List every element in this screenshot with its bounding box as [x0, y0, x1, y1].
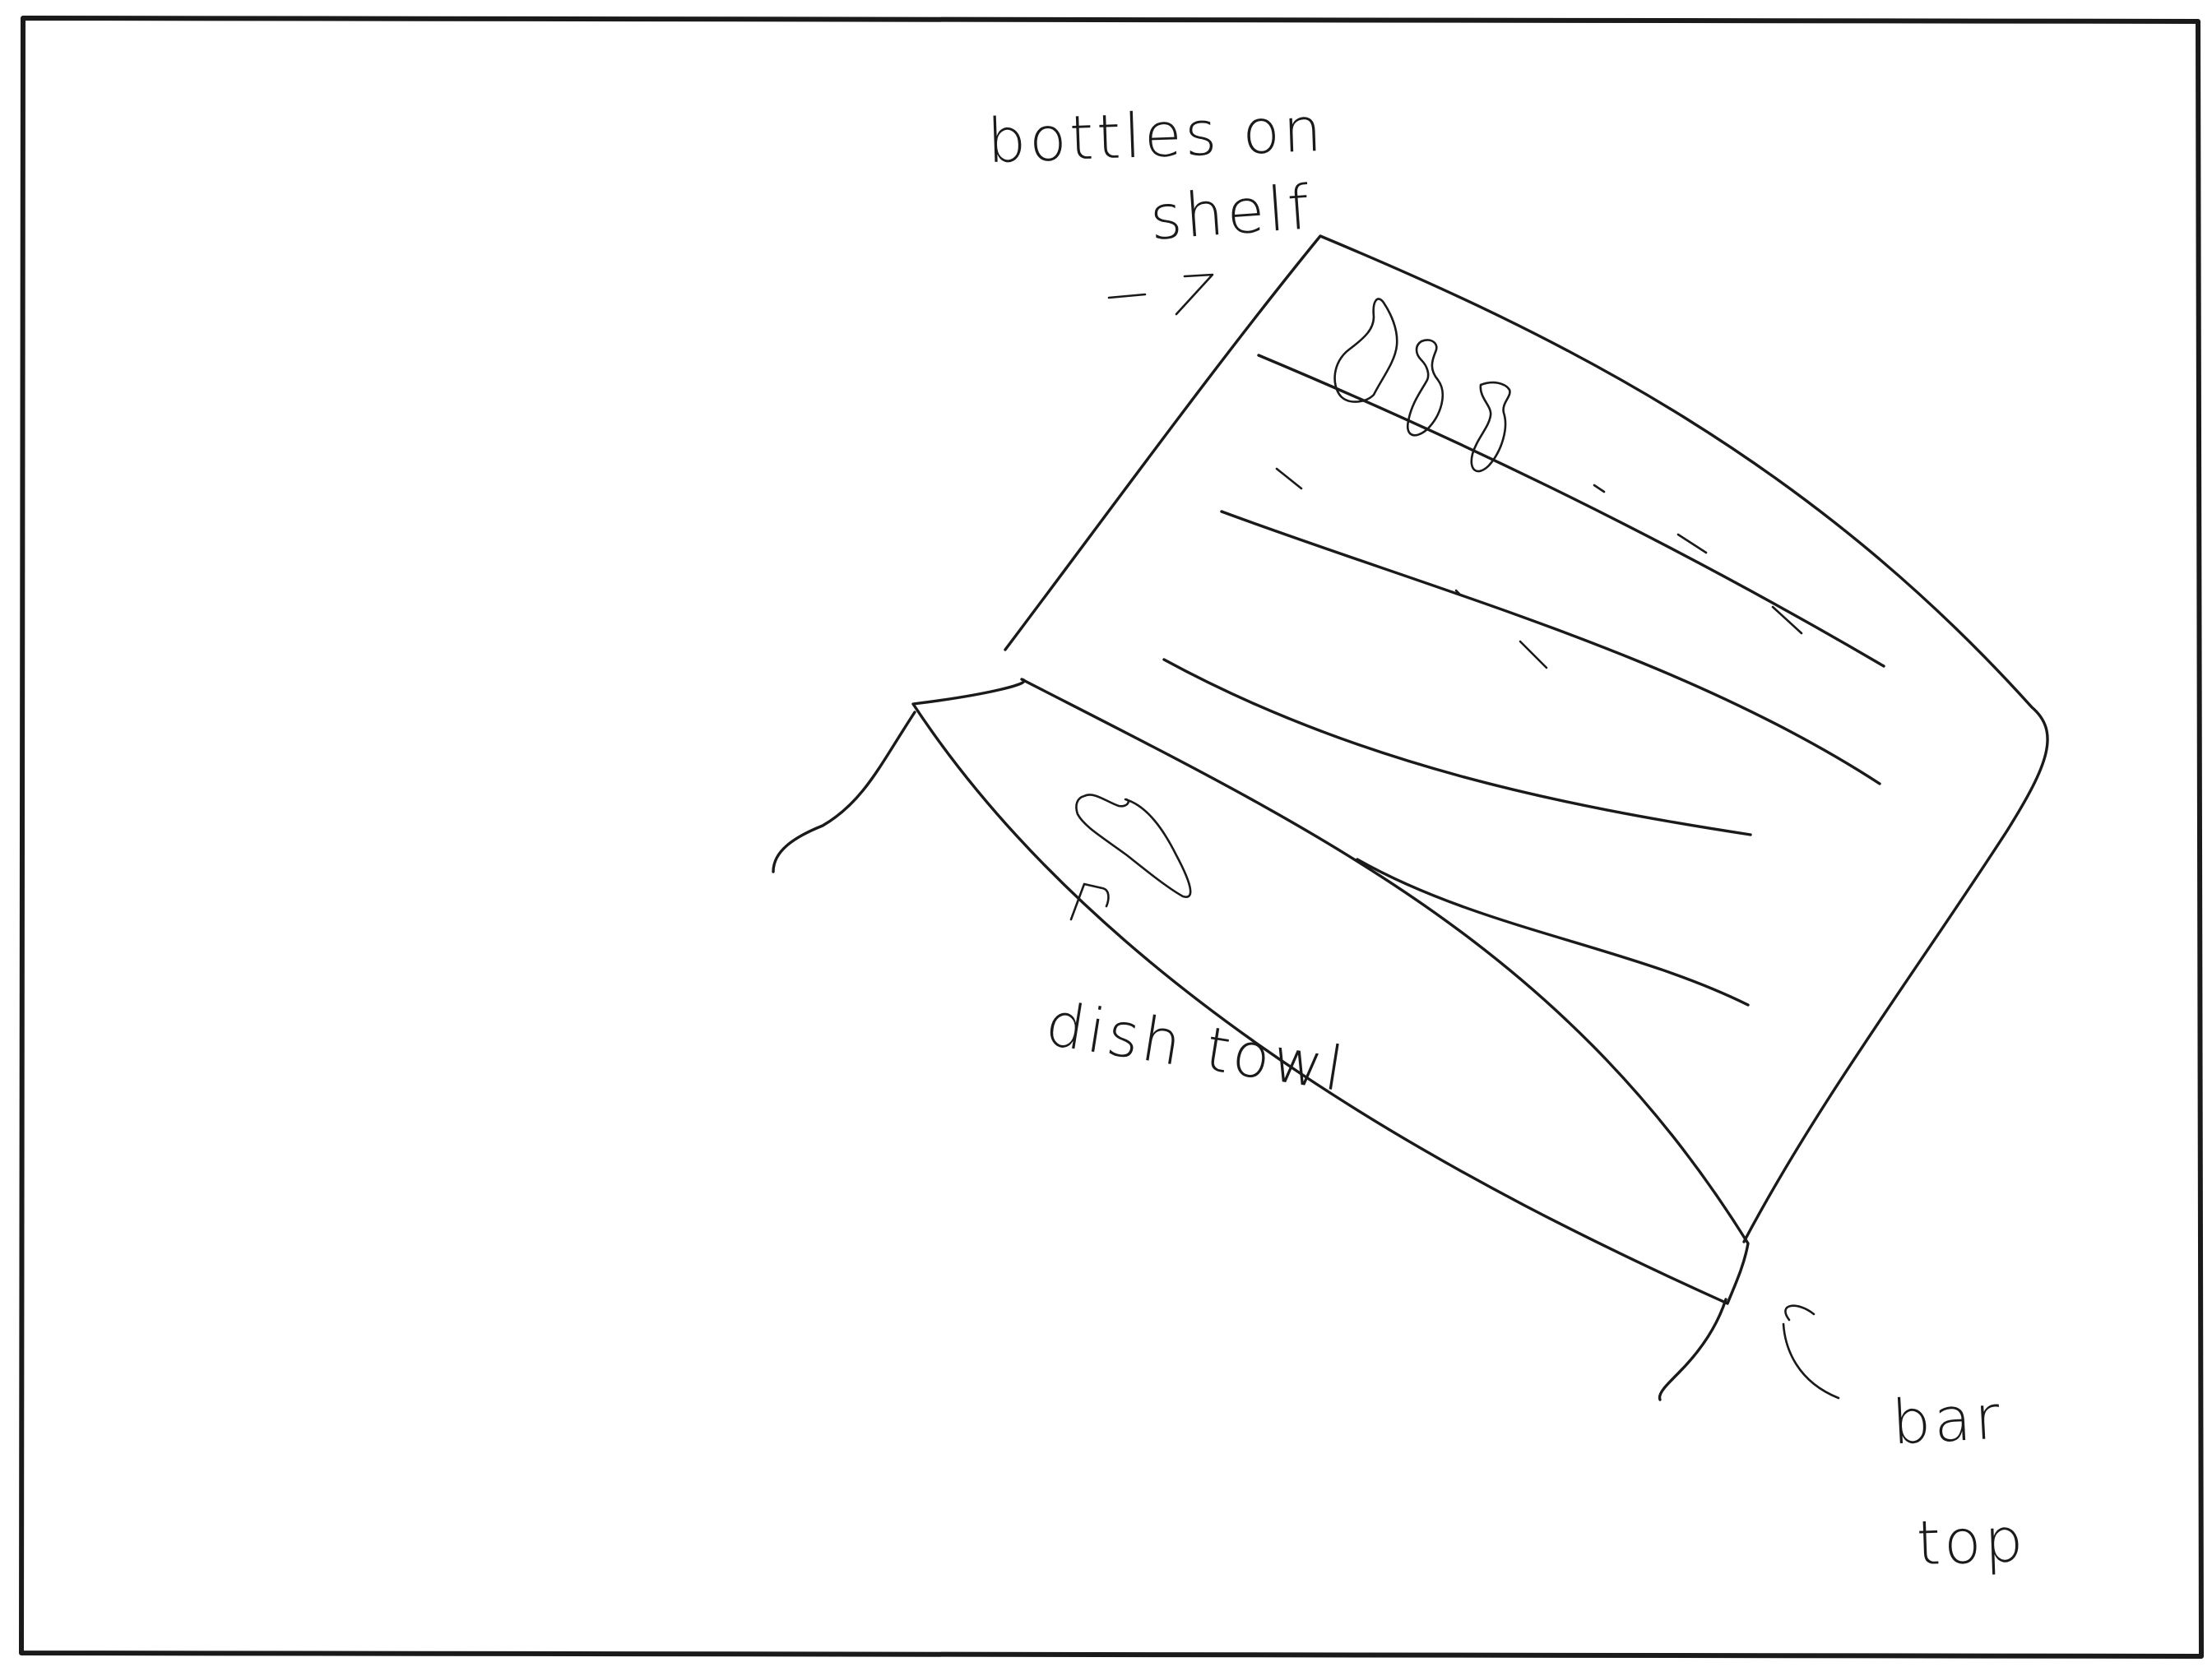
label-top: top — [1915, 1504, 2028, 1580]
shelf-dash — [1676, 533, 1708, 554]
bar-front-left — [772, 711, 916, 873]
label-shelf: shelf — [1148, 172, 1315, 254]
shelf-line-4 — [1356, 858, 1750, 1007]
bottle-icon — [1406, 339, 1445, 437]
arrow-bottles-icon — [1107, 273, 1214, 316]
arrow-dish-icon — [1069, 882, 1110, 921]
outer-frame — [19, 16, 2204, 1659]
bar-top-outline — [911, 678, 1750, 1305]
shelf-dash — [1771, 605, 1803, 635]
shelf-line-3 — [1162, 658, 1752, 836]
shelf-line-2 — [1220, 510, 1881, 785]
bottle-icon — [1333, 298, 1398, 403]
shelf-dash — [1593, 484, 1606, 493]
shelf-panel-outline — [1004, 234, 2049, 1243]
shelf-dash — [1275, 467, 1303, 490]
bottle-icon — [1470, 381, 1511, 473]
arrow-bar-icon — [1782, 1304, 1840, 1400]
dish-towel-icon — [1075, 794, 1192, 898]
shelf-dash — [1454, 589, 1461, 595]
label-bar: bar — [1890, 1382, 2005, 1459]
shelf-dash — [1519, 640, 1548, 669]
bar-front-right — [1658, 1298, 1727, 1401]
label-bottles-on: bottles on — [985, 94, 1327, 178]
